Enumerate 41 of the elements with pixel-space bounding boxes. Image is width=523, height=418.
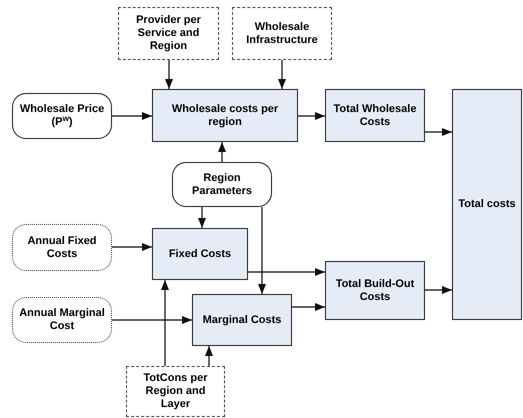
arrow	[112, 243, 152, 251]
node-label: Wholesale costs per region	[170, 102, 280, 128]
arrow	[425, 286, 452, 294]
arrow	[248, 268, 325, 276]
node-label: Total Build-Out Costs	[334, 278, 416, 304]
arrow	[258, 207, 266, 294]
arrow	[205, 346, 213, 366]
process-box	[325, 89, 425, 142]
parameter-box	[12, 224, 112, 271]
arrow	[425, 128, 452, 136]
process-box	[152, 228, 248, 280]
node-label: Fixed Costs	[168, 248, 232, 260]
input-box	[232, 7, 332, 60]
node-label: Annual Fixed Costs	[26, 234, 98, 260]
arrow	[218, 142, 226, 162]
parameter-box	[12, 297, 112, 343]
process-box	[452, 89, 522, 320]
node-label: TotCons per Region and Layer	[142, 372, 208, 411]
process-box	[152, 89, 298, 142]
node-label: Total Wholesale Costs	[332, 102, 418, 128]
arrow	[161, 280, 169, 366]
node-label: Wholesale Infrastructure	[245, 20, 319, 46]
process-box	[325, 261, 425, 320]
arrow	[165, 60, 173, 89]
node-label: Annual Marginal Cost	[18, 307, 106, 333]
input-box	[118, 7, 219, 60]
node-label: Wholesale Price (P$^{w}$)	[18, 103, 106, 129]
parameter-box	[172, 162, 272, 207]
input-box	[126, 366, 225, 417]
node-label: Provider per Service and Region	[135, 14, 202, 53]
arrow	[292, 303, 325, 311]
process-box	[192, 294, 292, 346]
arrow	[112, 316, 192, 324]
arrow	[112, 112, 152, 120]
node-label: Marginal Costs	[202, 314, 282, 326]
node-label: Region Parameters	[191, 172, 253, 198]
arrow	[298, 112, 325, 120]
node-label: Total costs	[458, 198, 516, 211]
parameter-box	[12, 93, 112, 139]
arrow	[278, 60, 286, 89]
arrow	[198, 207, 206, 228]
